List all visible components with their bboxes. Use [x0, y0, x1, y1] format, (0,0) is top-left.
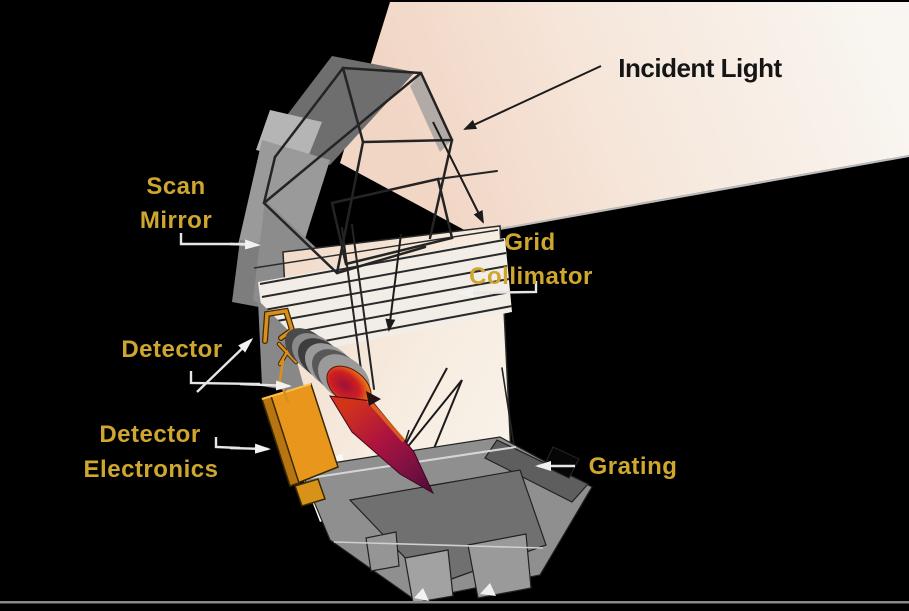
grid-collimator-label-line1: Grid — [504, 229, 555, 256]
detector-leader-2 — [196, 337, 254, 393]
detector-electronics-box — [261, 383, 339, 507]
scan-mirror-label-line2: Mirror — [140, 207, 212, 234]
detector-label: Detector — [121, 336, 222, 363]
grating-foot — [467, 533, 532, 599]
incident-light-label: Incident Light — [618, 53, 782, 83]
detector-assembly — [284, 328, 435, 495]
grating-label: Grating — [589, 453, 678, 480]
scan-mirror-cube — [262, 66, 516, 453]
collimated-beam-arrow — [385, 233, 402, 332]
grating-assembly — [299, 436, 593, 604]
beam-edge-highlight — [499, 155, 909, 230]
scan-mirror-label-line1: Scan — [146, 173, 205, 200]
incident-light-arrow — [463, 65, 602, 130]
bottom-rule — [0, 601, 909, 604]
scan-mirror-square — [330, 177, 454, 266]
entering-beam-arrow — [432, 121, 484, 224]
scan-mirror-leader — [179, 233, 254, 246]
detector-electronics-label-line2: Electronics — [84, 456, 219, 483]
label-leaders — [179, 233, 575, 471]
grid-collimator-label-line2: Collimator — [469, 263, 593, 290]
grating-foot — [404, 549, 454, 604]
detector-leader-1 — [189, 371, 261, 386]
optical-path-arrows — [385, 65, 602, 470]
cone-direction-arrow — [366, 391, 381, 406]
detector-electronics-label-line1: Detector — [99, 421, 200, 448]
grating-foot — [365, 531, 400, 572]
